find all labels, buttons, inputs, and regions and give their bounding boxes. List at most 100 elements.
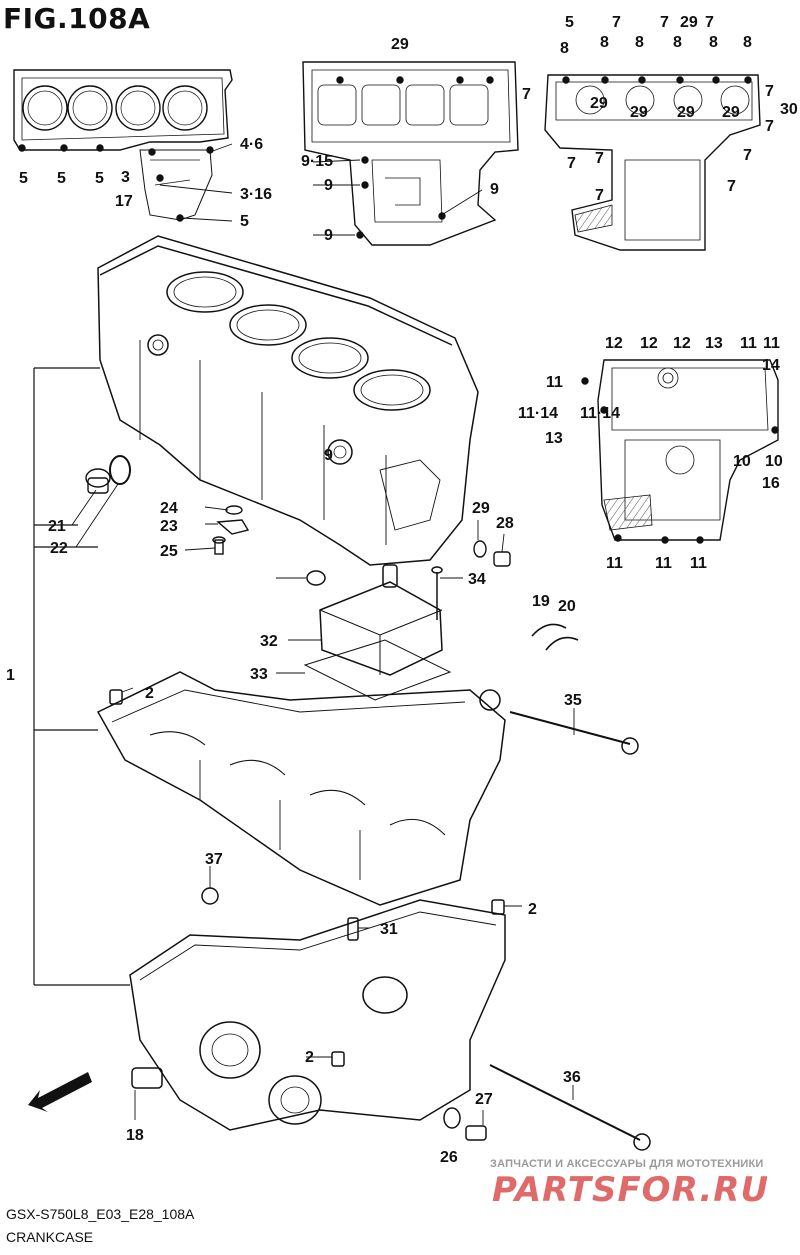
callout: 7 (595, 187, 604, 204)
callout: 3 (121, 169, 130, 186)
callout: 10 (733, 453, 751, 470)
figure-title: FIG.108A (3, 2, 151, 35)
callout: 29 (680, 14, 698, 31)
callout: 33 (250, 666, 268, 683)
callout: 11 (655, 555, 672, 572)
callout: 8 (743, 34, 752, 51)
callout: 9 (324, 227, 333, 244)
callout: 12 (640, 335, 658, 352)
lower-crankcase (96, 671, 639, 906)
washer-bolt-27-28 (473, 540, 511, 567)
callout: 18 (126, 1127, 144, 1144)
callout: 32 (260, 633, 278, 650)
upper-case-bottom-inset (302, 61, 519, 246)
callout: 8 (600, 34, 609, 51)
callout: 28 (496, 515, 514, 532)
bearing-shells-18-19 (531, 623, 579, 651)
callout: 5 (95, 170, 104, 187)
callout: 26 (440, 1149, 458, 1166)
callout: 23 (160, 518, 178, 535)
callout: 11 (546, 374, 563, 391)
breather-cover (303, 564, 452, 701)
callout: 7 (705, 14, 714, 31)
callout: 1 (6, 667, 15, 684)
callout: 16 (762, 475, 780, 492)
callout: 7 (612, 14, 621, 31)
assembly-bracket (33, 367, 130, 986)
callout: 30 (780, 101, 798, 118)
callout: 11·14 (518, 405, 558, 422)
watermark-tagline: ЗАПЧАСТИ И АКСЕССУАРЫ ДЛЯ МОТОТЕХНИКИ (490, 1158, 764, 1170)
callout: 11 (763, 335, 780, 352)
callout: 36 (563, 1069, 581, 1086)
callout: 29 (630, 104, 648, 121)
callout: 9 (490, 181, 499, 198)
fwd-arrow-icon: FWD (28, 1068, 92, 1112)
callout: 22 (50, 540, 68, 557)
callout: 25 (160, 543, 178, 560)
callout: 7 (743, 147, 752, 164)
callout: 2 (145, 685, 154, 702)
callout: 8 (673, 34, 682, 51)
callout: 29 (472, 500, 490, 517)
callout: 10 (765, 453, 783, 470)
oil-plug-and-gasket (85, 455, 131, 494)
callout: 31 (380, 921, 398, 938)
part-group-name: CRANKCASE (6, 1229, 94, 1245)
callout: 9·15 (301, 153, 333, 170)
callout: 9 (324, 447, 333, 464)
callout: 5 (565, 14, 574, 31)
callout: 11 (740, 335, 757, 352)
callout: 5 (57, 170, 66, 187)
callout: 7 (727, 178, 736, 195)
callout: 2 (528, 901, 537, 918)
callout: 13 (705, 335, 723, 352)
callout: 7 (765, 83, 774, 100)
callout: 9 (324, 177, 333, 194)
callout: 7 (660, 14, 669, 31)
lower-case-top-inset (544, 74, 761, 251)
leader-lines (71, 143, 575, 1125)
callout: 14 (762, 357, 780, 374)
callout: 34 (468, 571, 486, 588)
callout: 20 (558, 598, 576, 615)
callout: 29 (677, 104, 695, 121)
callout: 12 (605, 335, 623, 352)
callout: 35 (564, 692, 582, 709)
callout: 12 (673, 335, 691, 352)
callout: 13 (545, 430, 563, 447)
bracket-parts-22-24 (212, 505, 250, 555)
lower-case-side-inset (581, 359, 779, 544)
callout: 5 (240, 213, 249, 230)
upper-crankcase (97, 235, 479, 566)
callout: 29 (391, 36, 409, 53)
watermark-logo: PARTSFOR.RU (492, 1170, 770, 1210)
callout: 19 (532, 593, 550, 610)
callout: 4·6 (240, 136, 263, 153)
callout: 8 (560, 40, 569, 57)
cylinder-top-view-inset (13, 69, 233, 222)
callout: 3·16 (240, 186, 272, 203)
callout: 24 (160, 500, 178, 517)
callout: 17 (115, 193, 133, 210)
callout: 29 (722, 104, 740, 121)
callout: 7 (765, 118, 774, 135)
callout: 8 (709, 34, 718, 51)
callout: 21 (48, 518, 66, 535)
callout: 11·14 (580, 405, 620, 422)
oil-pan (129, 887, 651, 1151)
callout: 2 (305, 1049, 314, 1066)
callout: 11 (690, 555, 707, 572)
callout: 7 (595, 150, 604, 167)
callout: 7 (522, 86, 531, 103)
callout: 7 (567, 155, 576, 172)
callout-labels: 1 2 2 2 3 3·16 4·6 5 5 5 5 5 7 7 7 7 7 7… (6, 14, 798, 1166)
callout: 5 (19, 170, 28, 187)
model-code: GSX-S750L8_E03_E28_108A (6, 1206, 195, 1222)
callout: 29 (590, 95, 608, 112)
callout: 11 (606, 555, 623, 572)
callout: 27 (475, 1091, 493, 1108)
callout: 8 (635, 34, 644, 51)
callout: 37 (205, 851, 223, 868)
